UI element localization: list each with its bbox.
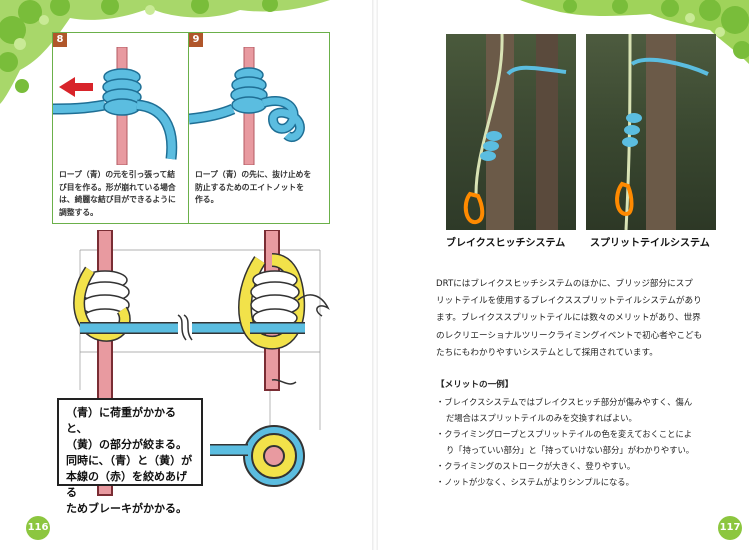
- step-text-9: ロープ（青）の先に、抜け止めを 防止するためのエイトノットを 作る。: [195, 169, 327, 207]
- step-text-8: ロープ（青）の元を引っ張って結 び目を作る。形が崩れている場合 は、綺麗な結び目…: [59, 169, 187, 219]
- step-text-line: び目を作る。形が崩れている場合: [59, 182, 176, 192]
- merit-item: ・クライミングのストロークが大きく、登りやすい。: [436, 461, 636, 471]
- photo-caption-blakes-hitch: ブレイクスヒッチシステム: [446, 238, 566, 249]
- step-panel-8: 8 ロープ（青）の元を引っ張って結 び目を作る。形が崩れている場合 は、綺麗な結…: [52, 32, 190, 224]
- pull-arrow-icon: [59, 77, 93, 97]
- paragraph-line: のレクリエーショナルツリークライミングイベントで初心者やこども: [436, 330, 703, 341]
- page-number-left: 116: [26, 516, 50, 540]
- paragraph-line: ます。ブレイクススプリットテイルには数々のメリットがあり、世界: [436, 313, 701, 324]
- photo-split-tail-system: [586, 34, 716, 230]
- merit-item-continued: だ場合はスプリットテイルのみを交換すればよい。: [446, 413, 637, 423]
- merit-item: ・クライミングロープとスプリットテイルの色を変えておくことによ: [436, 429, 693, 439]
- leaf-decoration-right: [520, 0, 749, 64]
- knot-illustration-8: [53, 47, 178, 165]
- callout-line: 同時に、（青）と（黄）が: [66, 454, 193, 467]
- merit-item: ・ブレイクスシステムではブレイクスヒッチ部分が傷みやすく、傷ん: [436, 397, 693, 407]
- merits-heading: 【メリットの一例】: [436, 380, 514, 390]
- paragraph-line: リットテイルを使用するブレイクススプリットテイルシステムがあり: [436, 296, 702, 307]
- merits-list: ・ブレイクスシステムではブレイクスヒッチ部分が傷みやすく、傷ん だ場合はスプリッ…: [436, 394, 726, 490]
- paragraph-line: たちにもわかりやすいシステムとして採用されています。: [436, 347, 658, 358]
- brake-explanation-callout: （青）に荷重がかかると、 （黄）の部分が絞まる。 同時に、（青）と（黄）が 本線…: [57, 398, 203, 515]
- page-number-right: 117: [718, 516, 742, 540]
- callout-line: （黄）の部分が絞まる。: [66, 438, 187, 451]
- photo-blakes-hitch-system: [446, 34, 576, 230]
- step-text-line: ロープ（青）の先に、抜け止めを: [195, 170, 312, 179]
- paragraph-line: DRTにはブレイクスヒッチシステムのほかに、ブリッジ部分にスプ: [436, 279, 693, 289]
- callout-line: 本線の（赤）を絞めあげる: [66, 470, 187, 499]
- merit-item-continued: り「持っていい部分」と「持っていけない部分」がわかりやすい。: [446, 445, 695, 455]
- step-text-line: ロープ（青）の元を引っ張って結: [59, 170, 176, 179]
- step-number: 8: [53, 33, 67, 47]
- leaf-decoration-left: [0, 0, 330, 104]
- merit-item: ・ノットが少なく、システムがよりシンプルになる。: [436, 477, 634, 487]
- step-text-line: 調整する。: [59, 207, 98, 217]
- page-gutter: [372, 0, 378, 550]
- step-text-line: 作る。: [195, 195, 219, 204]
- step-panel-9: 9 ロープ（青）の先に、抜け止めを 防止するためのエイトノットを 作る。: [188, 32, 330, 224]
- step-number: 9: [189, 33, 203, 47]
- photo-caption-split-tail: スプリットテイルシステム: [590, 238, 710, 249]
- callout-line: （青）に荷重がかかると、: [66, 406, 176, 435]
- intro-paragraph: DRTにはブレイクスヒッチシステムのほかに、ブリッジ部分にスプ リットテイルを使…: [436, 276, 726, 362]
- knot-illustration-9: [189, 47, 305, 165]
- callout-line: ためブレーキがかかる。: [66, 502, 187, 515]
- step-text-line: は、綺麗な結び目ができるように: [59, 195, 176, 204]
- step-text-line: 防止するためのエイトノットを: [195, 182, 304, 192]
